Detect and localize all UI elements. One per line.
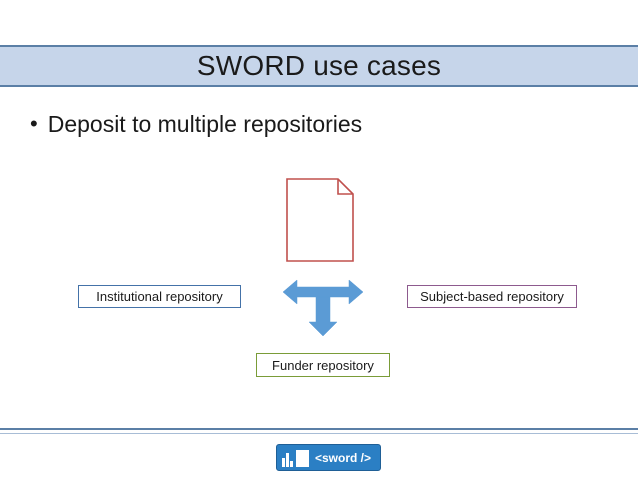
repo-label-subject: Subject-based repository	[420, 289, 564, 304]
repo-label-institutional: Institutional repository	[96, 289, 223, 304]
page-title: SWORD use cases	[196, 50, 442, 81]
footer-rule-bottom	[0, 433, 638, 434]
sword-logo-mark-icon	[282, 448, 312, 467]
repo-box-subject: Subject-based repository	[407, 285, 577, 308]
bullet-text: Deposit to multiple repositories	[47, 111, 363, 137]
bullet-marker: •	[30, 111, 38, 136]
slide-title-bar: SWORD use cases	[0, 45, 638, 87]
repo-box-institutional: Institutional repository	[78, 285, 241, 308]
bullet-list-item: • Deposit to multiple repositories	[30, 110, 590, 138]
repo-box-funder: Funder repository	[256, 353, 390, 377]
sword-logo-text: <sword />	[315, 450, 372, 465]
sword-logo: <sword />	[276, 444, 381, 471]
repo-label-funder: Funder repository	[272, 357, 374, 373]
document-page-icon	[286, 178, 354, 262]
three-way-arrow-icon	[283, 278, 363, 338]
footer-rule-top	[0, 428, 638, 430]
